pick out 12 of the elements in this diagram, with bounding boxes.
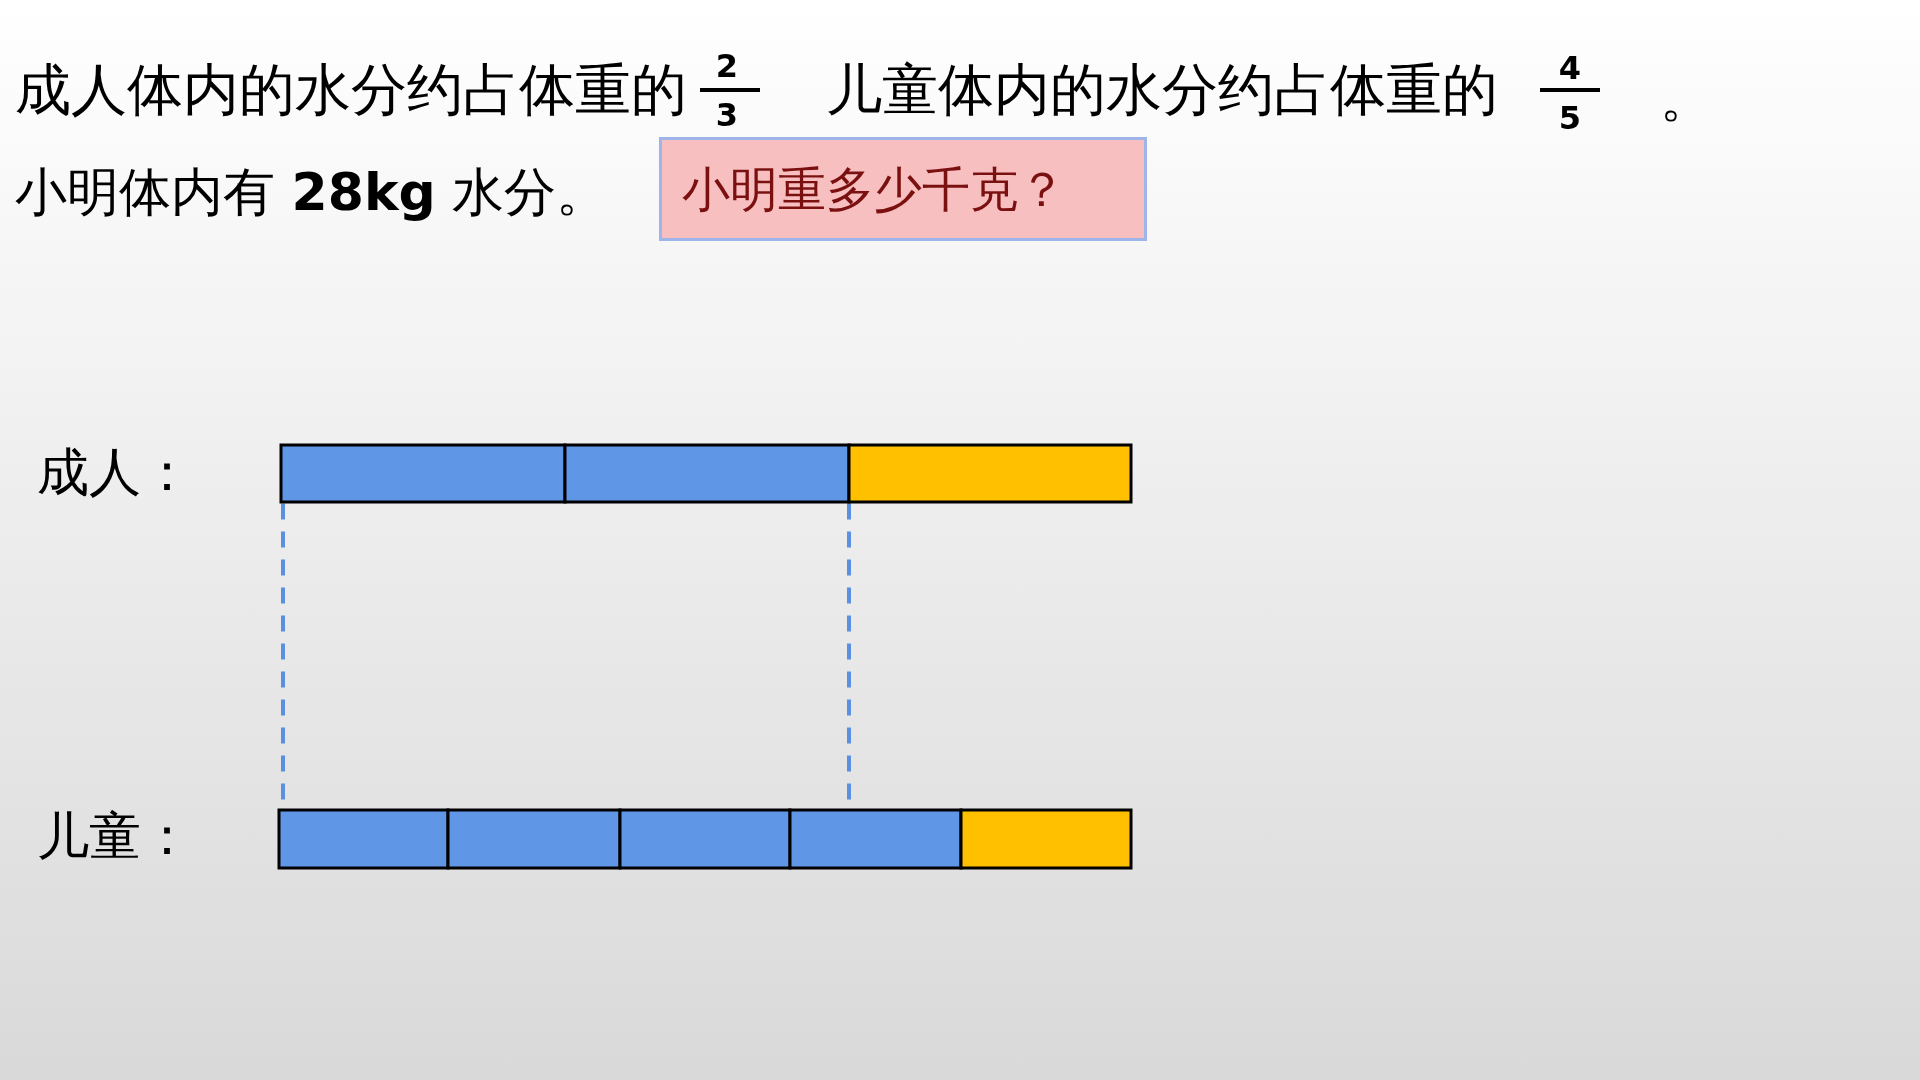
bar-drawing [279, 443, 1133, 504]
bar-label: 成人： [37, 446, 193, 498]
bar-label: 儿童： [37, 810, 193, 862]
question-box: 小明重多少千克？ [659, 137, 1147, 241]
period-mark: 。 [1660, 72, 1712, 124]
numerator: 2 [714, 50, 740, 82]
numerator: 4 [1557, 52, 1583, 84]
denominator: 3 [714, 99, 740, 131]
question-text: 儿童体内的水分约占体重的 [826, 62, 1498, 118]
denominator: 5 [1557, 102, 1583, 134]
question-text: 成人体内的水分约占体重的 [15, 62, 687, 118]
bar-drawing [277, 808, 1133, 870]
